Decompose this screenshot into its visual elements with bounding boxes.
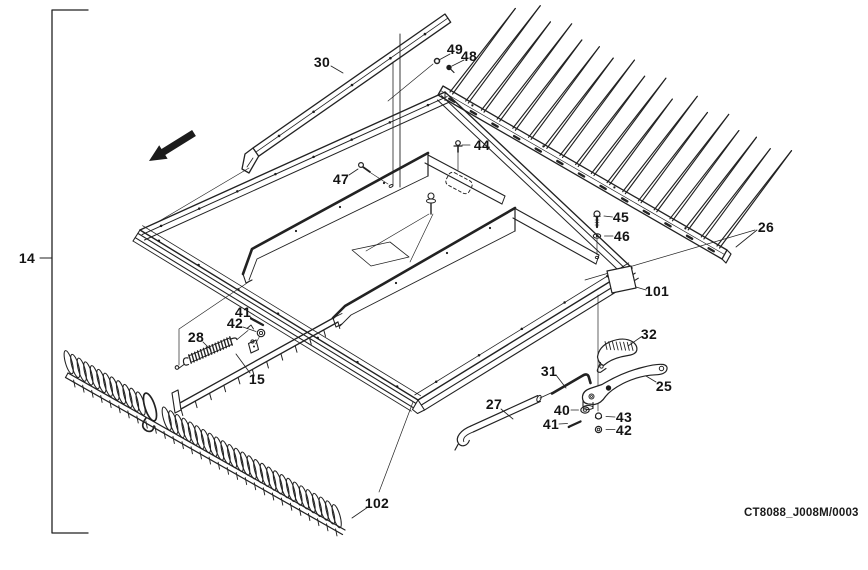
part-label-43: 43 <box>615 409 633 425</box>
part-label-101: 101 <box>644 283 670 299</box>
part-label-45: 45 <box>612 209 630 225</box>
pin-41-lower <box>567 420 582 429</box>
part-label-41-upper: 41 <box>234 304 252 320</box>
part-label-48: 48 <box>460 48 478 64</box>
lever-arm-25 <box>581 363 668 410</box>
trough-walls <box>241 151 517 328</box>
washer-40 <box>580 406 590 414</box>
alignment-lines <box>155 63 756 493</box>
nut-43 <box>594 412 603 420</box>
wear-shoe-32 <box>596 338 638 373</box>
bolt-45-washer-46 <box>592 210 602 260</box>
part-label-46: 46 <box>613 228 631 244</box>
part-label-32: 32 <box>640 326 658 342</box>
part-label-102: 102 <box>364 495 390 511</box>
rail-end-cap-101 <box>606 265 637 294</box>
part-label-25: 25 <box>655 378 673 394</box>
part-label-28: 28 <box>187 329 205 345</box>
callout-leaders <box>202 53 758 519</box>
hanger-lines <box>392 33 401 188</box>
bolt-47 <box>358 162 394 188</box>
drive-rod-27 <box>454 392 553 451</box>
part-label-27: 27 <box>485 396 503 412</box>
screw-48-washer-49 <box>433 57 455 74</box>
part-label-47: 47 <box>332 171 350 187</box>
link-rod-31 <box>550 373 592 395</box>
part-label-40: 40 <box>553 402 571 418</box>
nut-42-lower <box>594 425 603 434</box>
drawing-code: CT8088_J008M/0003 <box>744 507 859 519</box>
part-label-44: 44 <box>473 137 491 153</box>
bolt-44 <box>453 140 463 171</box>
part-label-26: 26 <box>757 219 775 235</box>
tine-bar-26 <box>437 5 793 264</box>
part-label-31: 31 <box>540 363 558 379</box>
tension-spring-28 <box>174 280 254 370</box>
part-label-42-lower: 42 <box>615 422 633 438</box>
part-label-42-upper: 42 <box>226 315 244 331</box>
part-label-30: 30 <box>313 54 331 70</box>
part-label-14: 14 <box>18 250 36 266</box>
part-label-15: 15 <box>248 371 266 387</box>
cross-beams <box>424 154 600 265</box>
knife-back-15 <box>171 313 343 416</box>
backsheet-30 <box>241 13 452 174</box>
part-label-41-lower: 41 <box>542 416 560 432</box>
direction-arrow-icon <box>149 130 196 161</box>
seal-plate-area <box>351 171 473 267</box>
sickle-knife-102 <box>63 350 346 537</box>
washer-42-upper <box>255 328 266 345</box>
reference-bracket <box>39 9 89 534</box>
knife-head <box>141 392 158 433</box>
platform-frame <box>132 91 639 415</box>
part-label-49: 49 <box>446 41 464 57</box>
